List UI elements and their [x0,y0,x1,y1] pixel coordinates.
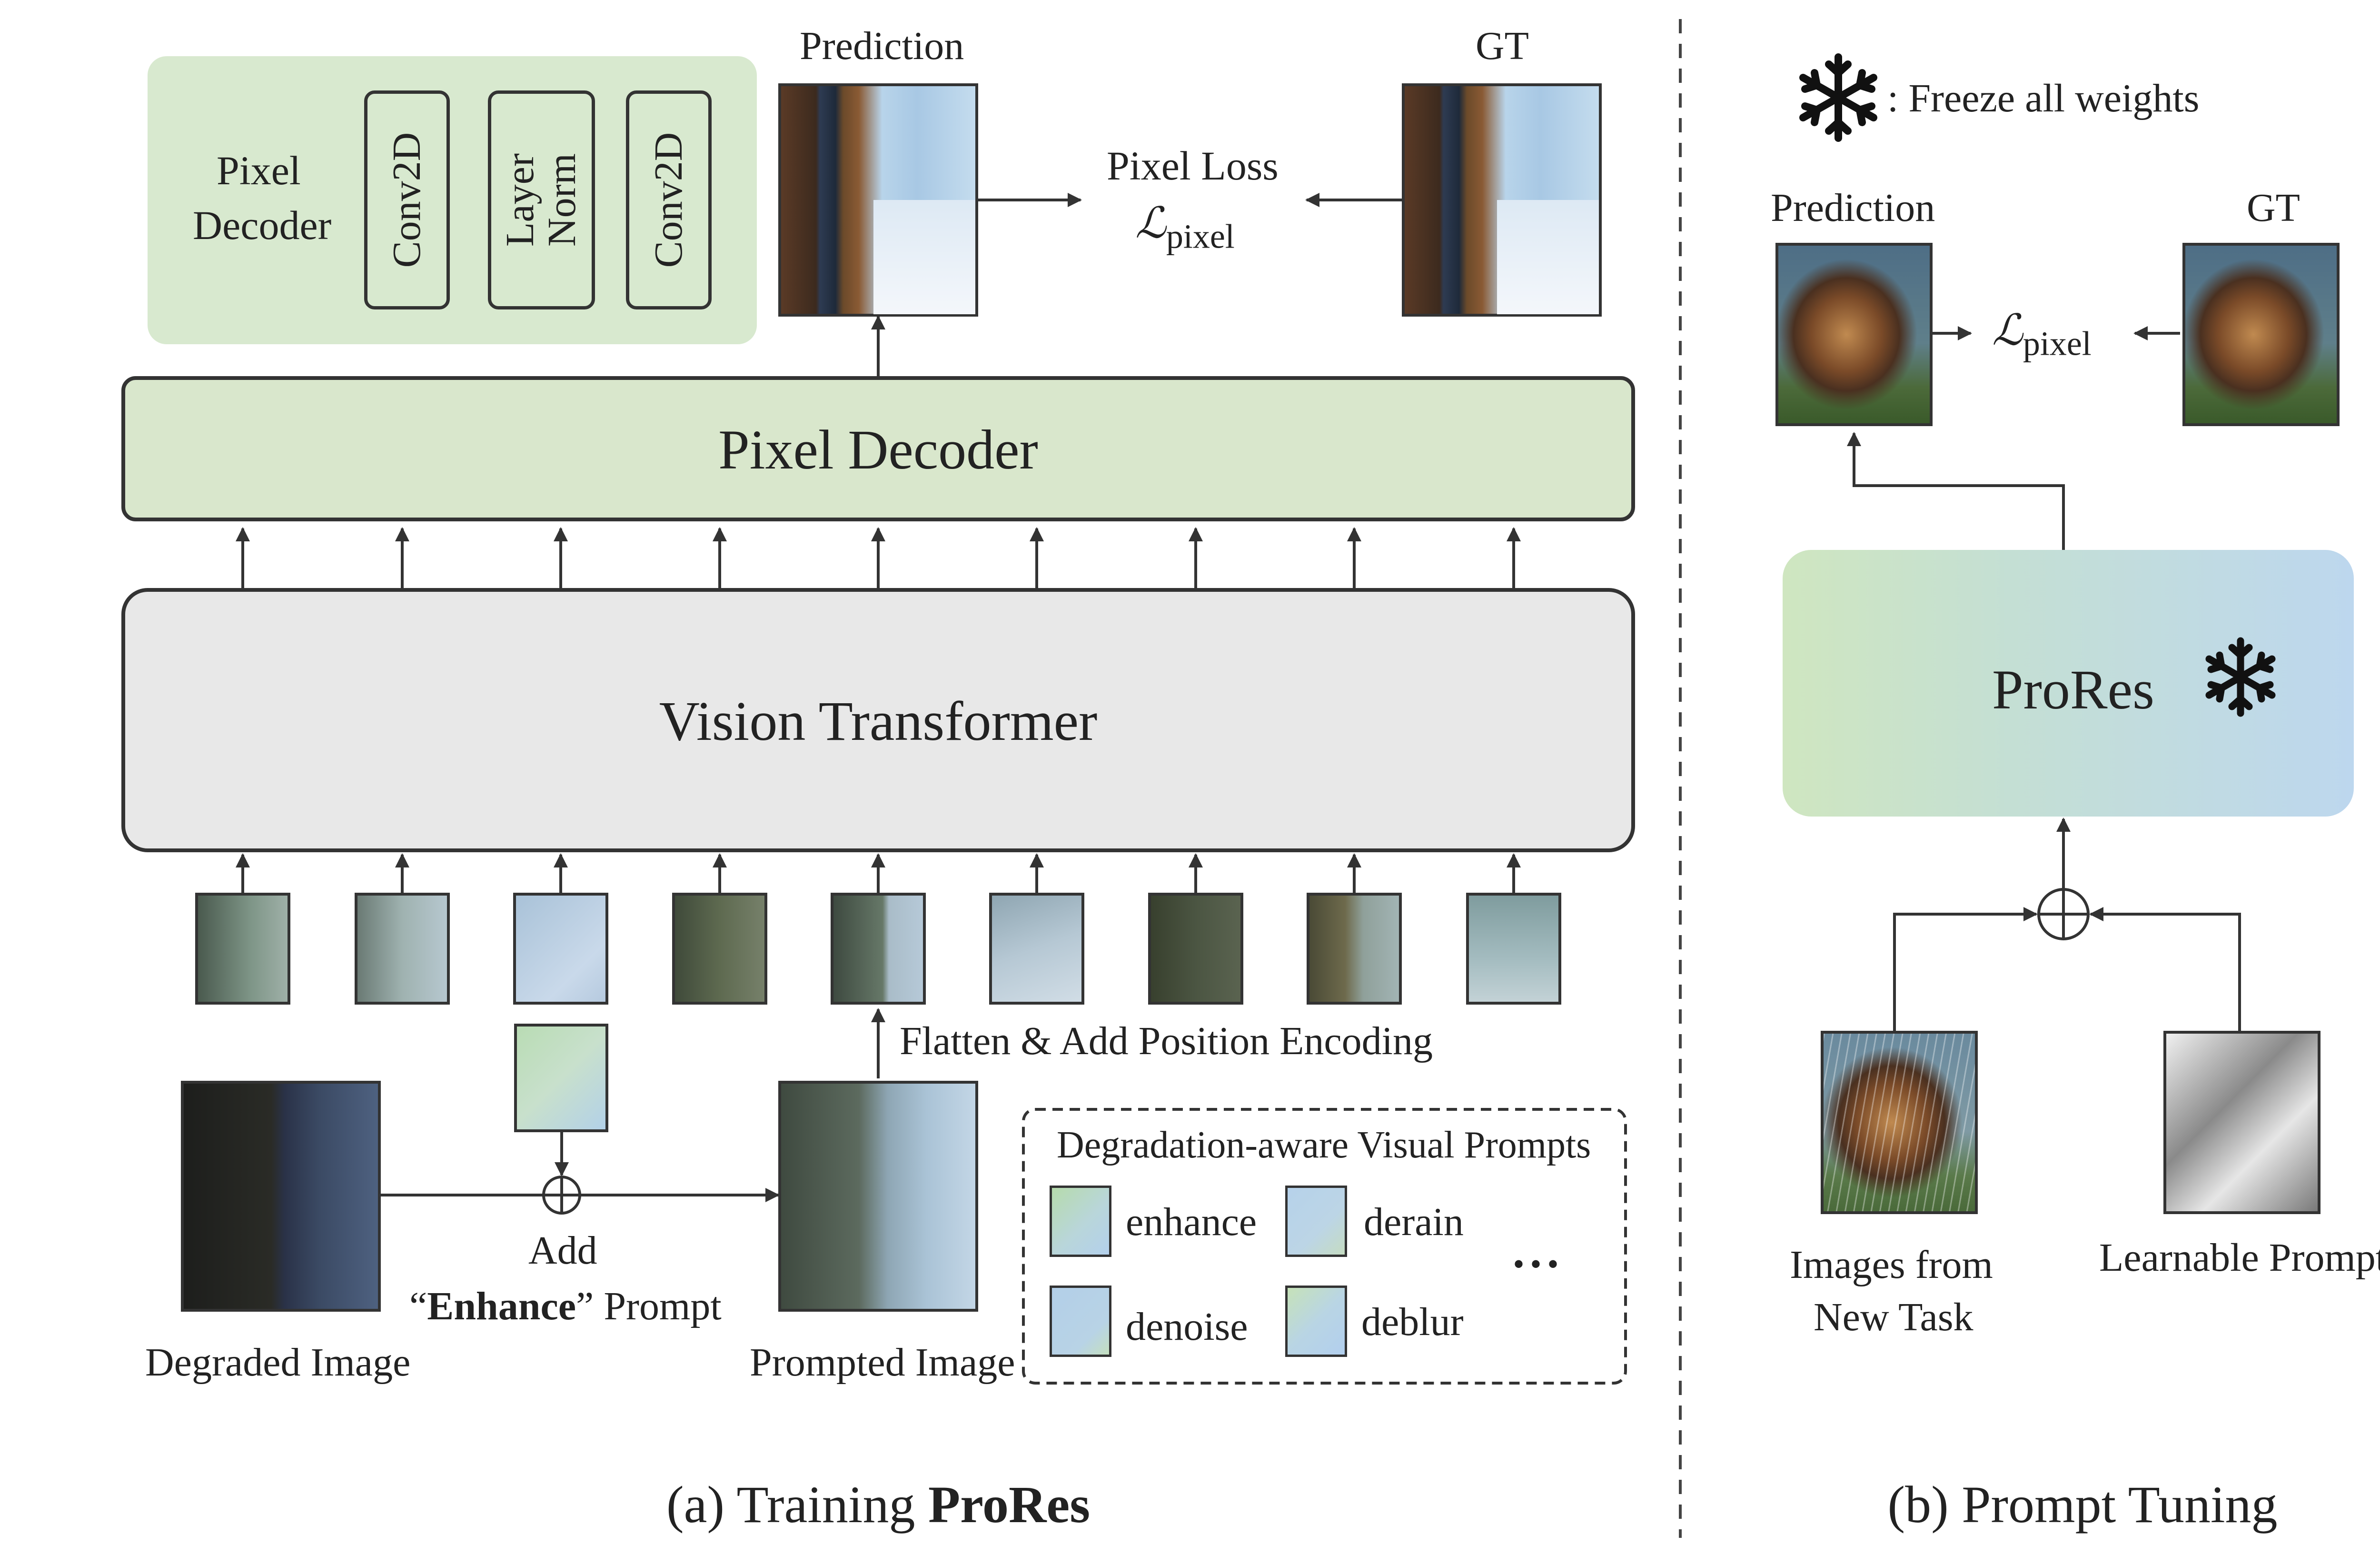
prompted-image-label: Prompted Image [750,1340,1015,1385]
vision-transformer-label: Vision Transformer [659,690,1098,752]
pixel-decoder-detail [148,56,757,344]
caption-a-prefix: (a) Training [666,1475,928,1534]
legend-border [1022,1108,1627,1385]
snowflake-icon [1799,53,1877,142]
legend-label-denoise: denoise [1126,1305,1248,1349]
conv2d-layer-1-label: Conv2D [385,132,429,268]
freeze-label: : Freeze all weights [1887,76,2200,120]
patch-7 [1148,893,1243,1005]
pixel-decoder-block [121,376,1635,521]
enhance-quote-open: “ [409,1284,427,1328]
gt-image-a-door [1497,200,1599,314]
caption-a: (a) Training ProRes [666,1478,1090,1531]
loss-symbol-a: ℒ [1135,200,1166,247]
prediction-image-a-door [873,200,975,314]
patch-9 [1466,893,1561,1005]
patch-3 [513,893,608,1005]
pixel-loss-label: Pixel Loss [1107,143,1279,189]
learnable-prompt-label: Learnable Prompt [2099,1236,2380,1280]
prediction-label-a: Prediction [800,24,964,68]
enhance-quote-rest: ” Prompt [576,1284,722,1328]
patch-6 [989,893,1084,1005]
prompted-image [778,1081,978,1312]
prediction-label-b: Prediction [1771,186,1935,230]
gt-label-b: GT [2247,186,2300,230]
new-task-label-2: New Task [1814,1295,1973,1339]
pixel-loss-symbol: ℒpixel [1135,202,1235,254]
prediction-image-b [1775,243,1933,426]
enhance-word: Enhance [427,1284,576,1328]
patch-2 [355,893,450,1005]
pixel-decoder-detail-title-2: Decoder [193,202,332,248]
caption-a-bold: ProRes [928,1475,1091,1534]
loss-subscript-b: pixel [2023,324,2092,363]
pixel-decoder-detail-title-1: Pixel [217,148,301,193]
conv2d-layer-2-label: Conv2D [646,132,691,268]
conv2d-layer-2 [626,90,712,309]
legend-chip-deblur [1285,1286,1347,1357]
enhance-prompt-label: “Enhance” Prompt [409,1286,722,1326]
pixel-loss-symbol-b: ℒpixel [1992,309,2092,361]
degraded-image [181,1081,381,1312]
gt-label-a: GT [1476,24,1529,68]
patch-5 [831,893,926,1005]
add-label: Add [528,1228,597,1273]
pixel-decoder-label: Pixel Decoder [718,419,1038,481]
loss-subscript-a: pixel [1166,217,1235,256]
patch-4 [672,893,767,1005]
add-operator-a [542,1176,581,1215]
caption-b: (b) Prompt Tuning [1887,1475,2278,1534]
degraded-image-label: Degraded Image [145,1340,411,1385]
legend-label-deblur: deblur [1361,1300,1464,1344]
prores-model-block [1783,550,2354,817]
layer-norm-label: Layer Norm [497,153,584,247]
add-operator-b [2037,888,2090,940]
legend-more: • • • [1514,1248,1558,1280]
new-task-image [1821,1031,1978,1214]
legend-chip-derain [1285,1186,1347,1257]
patch-1 [195,893,290,1005]
vision-transformer-block [121,588,1635,852]
enhance-prompt-patch [514,1024,608,1132]
layer-norm-layer [488,90,595,309]
legend-chip-denoise [1050,1286,1111,1357]
legend-label-enhance: enhance [1126,1200,1257,1244]
patch-to-vit-arrows [236,853,1521,893]
prores-label: ProRes [1992,658,2154,721]
gt-image-b [2182,243,2340,426]
legend-title: Degradation-aware Visual Prompts [1057,1124,1591,1166]
loss-symbol-b: ℒ [1992,307,2023,354]
legend-label-derain: derain [1364,1200,1464,1244]
patch-8 [1307,893,1402,1005]
new-task-label-1: Images from [1790,1243,1993,1287]
legend-chip-enhance [1050,1186,1111,1257]
flatten-label: Flatten & Add Position Encoding [900,1019,1433,1063]
learnable-prompt [2163,1031,2320,1214]
vit-to-decoder-arrows [236,527,1521,588]
conv2d-layer-1 [364,90,450,309]
snowflake-icon-model [2205,637,2276,717]
